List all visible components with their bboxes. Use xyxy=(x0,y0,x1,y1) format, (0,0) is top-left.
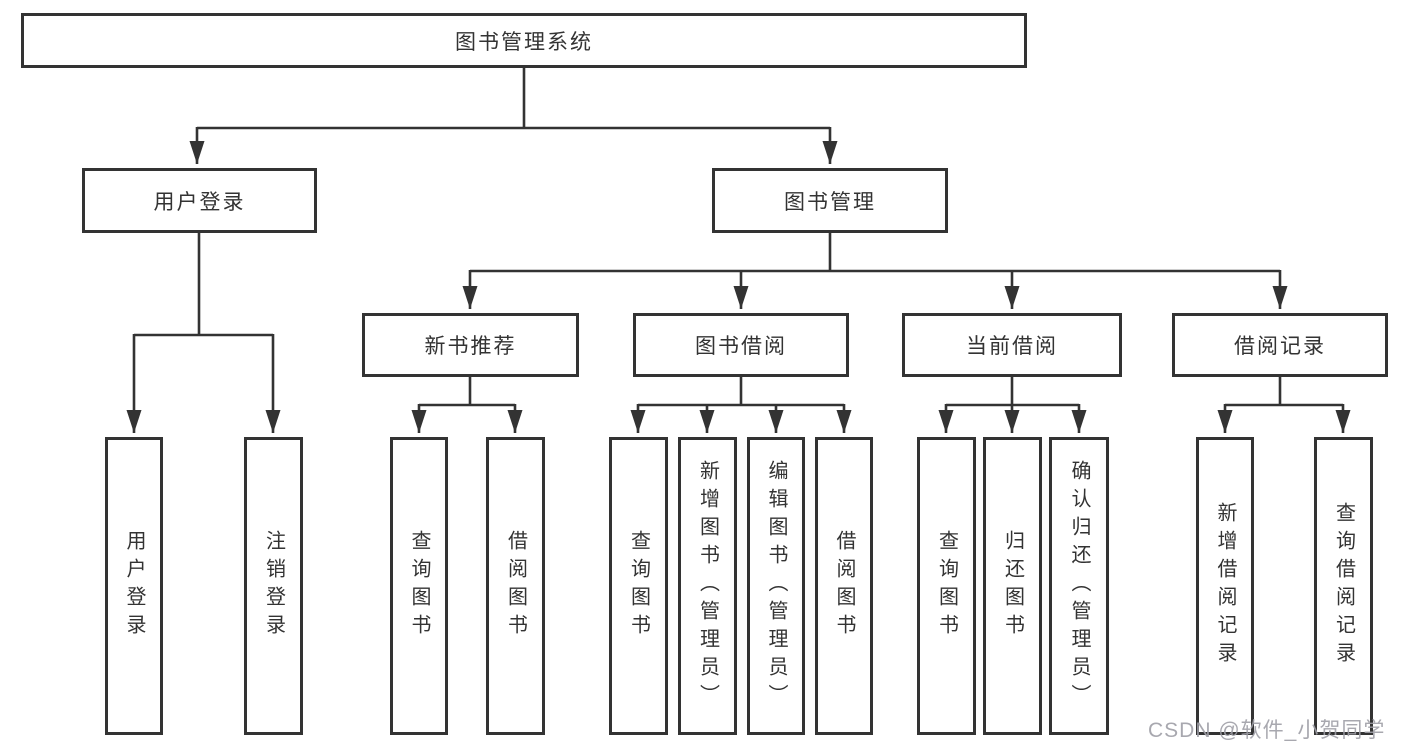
node-current-borrowing: 当前借阅 xyxy=(902,313,1122,377)
leaf-query-books-recommend-label: 查询图书 xyxy=(408,530,430,642)
leaf-query-books-recommend: 查询图书 xyxy=(390,437,448,735)
node-book-management-label: 图书管理 xyxy=(784,190,876,214)
watermark: CSDN @软件_小贺同学 xyxy=(1148,719,1386,742)
leaf-return-books-label: 归还图书 xyxy=(1001,530,1024,642)
node-user-login-label: 用户登录 xyxy=(153,190,246,214)
leaf-query-books-borrow-label: 查询图书 xyxy=(627,530,650,642)
leaf-edit-books-admin-label: 编辑图书（管理员） xyxy=(765,460,787,712)
leaf-add-books-admin-label: 新增图书（管理员） xyxy=(696,460,719,712)
leaf-add-borrow-record: 新增借阅记录 xyxy=(1196,437,1254,735)
leaf-confirm-return-admin-label: 确认归还（管理员） xyxy=(1068,460,1090,712)
node-book-borrowing: 图书借阅 xyxy=(633,313,849,377)
node-book-borrowing-label: 图书借阅 xyxy=(695,335,787,358)
leaf-add-borrow-record-label: 新增借阅记录 xyxy=(1214,502,1236,670)
leaf-return-books: 归还图书 xyxy=(983,437,1042,735)
leaf-borrow-books-recommend-label: 借阅图书 xyxy=(504,530,527,642)
leaf-borrow-books: 借阅图书 xyxy=(815,437,873,735)
node-library-system: 图书管理系统 xyxy=(21,13,1027,68)
leaf-add-books-admin: 新增图书（管理员） xyxy=(678,437,737,735)
leaf-borrow-books-recommend: 借阅图书 xyxy=(486,437,545,735)
node-book-management: 图书管理 xyxy=(712,168,948,233)
node-borrowing-records: 借阅记录 xyxy=(1172,313,1388,377)
leaf-edit-books-admin: 编辑图书（管理员） xyxy=(747,437,805,735)
leaf-logout: 注销登录 xyxy=(244,437,303,735)
leaf-query-borrow-record-label: 查询借阅记录 xyxy=(1332,502,1355,670)
node-user-login: 用户登录 xyxy=(82,168,317,233)
leaf-query-books-current: 查询图书 xyxy=(917,437,976,735)
leaf-logout-label: 注销登录 xyxy=(262,530,285,642)
leaf-query-books-current-label: 查询图书 xyxy=(935,530,958,642)
node-new-book-recommend: 新书推荐 xyxy=(362,313,579,377)
leaf-borrow-books-label: 借阅图书 xyxy=(833,530,855,642)
node-library-system-label: 图书管理系统 xyxy=(455,30,593,54)
node-new-book-recommend-label: 新书推荐 xyxy=(424,335,517,358)
node-borrowing-records-label: 借阅记录 xyxy=(1234,335,1326,358)
node-current-borrowing-label: 当前借阅 xyxy=(966,335,1058,358)
leaf-user-login-label: 用户登录 xyxy=(123,530,145,642)
leaf-confirm-return-admin: 确认归还（管理员） xyxy=(1049,437,1109,735)
leaf-user-login: 用户登录 xyxy=(105,437,163,735)
leaf-query-borrow-record: 查询借阅记录 xyxy=(1314,437,1373,735)
leaf-query-books-borrow: 查询图书 xyxy=(609,437,668,735)
